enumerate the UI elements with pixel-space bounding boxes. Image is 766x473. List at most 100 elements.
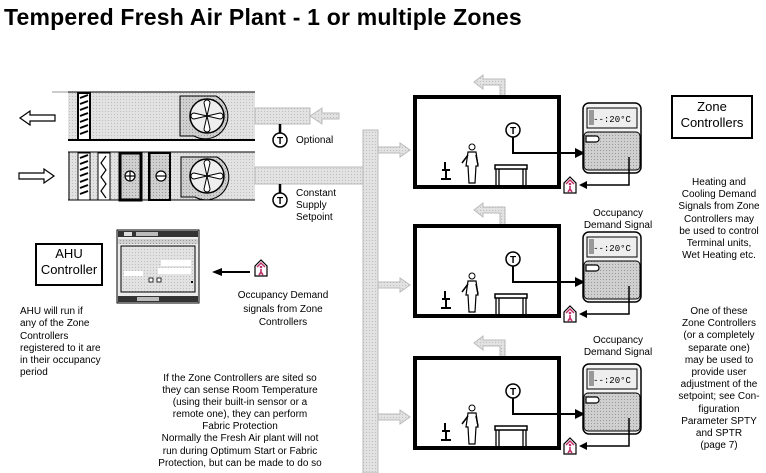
note-line: any of the Zone [20, 318, 90, 330]
note-line: (or a completely [683, 330, 755, 342]
heating-cooling-note: Heating and Cooling Demand Signals from … [673, 177, 765, 262]
occupancy-arrow-icon [579, 442, 587, 450]
ahu-run-note: AHU will run if any of the Zone Controll… [20, 306, 101, 380]
occupancy-house-icon [563, 437, 577, 455]
note-line: adjustment of the [680, 379, 758, 391]
fan-icon [179, 95, 229, 140]
label-line: Supply [296, 200, 327, 212]
page-title: Tempered Fresh Air Plant - 1 or multiple… [4, 4, 522, 30]
svg-text:--:20°C: --:20°C [593, 376, 631, 386]
zone-room-2: T --:20°C [413, 224, 642, 318]
supply-unit [68, 151, 255, 202]
svg-text:T: T [277, 136, 283, 147]
note-line: Controllers [20, 330, 69, 342]
person-icon [461, 272, 479, 313]
note-line: setpoint; see Con- [678, 391, 760, 403]
occupancy-demand-label-1: Occupancy Demand Signal [578, 208, 658, 232]
note-line: separate one) [688, 342, 750, 354]
extract-unit [52, 91, 255, 141]
ahu-controller-label: AHU Controller [35, 243, 103, 286]
svg-text:T: T [277, 196, 283, 207]
label-line: Demand Signal [583, 220, 653, 232]
zone-room-3: T --:20°C [413, 356, 642, 450]
optional-sensor-icon: T [272, 124, 288, 148]
optional-label: Optional [296, 135, 334, 146]
label-line: Occupancy [592, 335, 644, 346]
note-line: Controllers may [683, 213, 755, 225]
occupancy-wire [587, 157, 630, 186]
note-line: (page 7) [700, 440, 738, 452]
supply-sensor-icon: T [272, 184, 288, 208]
zone-controller-device: --:20°C [582, 102, 642, 174]
occupancy-demand-label-2: Occupancy Demand Signal [578, 335, 658, 359]
note-line: may be used to [684, 354, 754, 366]
zone-controllers-label: Zone Controllers [671, 95, 753, 139]
filter-icon [97, 152, 111, 201]
filter-damper-icon [77, 152, 91, 201]
sensor-wire [512, 266, 575, 283]
room-sensor-icon: T [505, 383, 521, 399]
note-line: (using their built-in sensor or a [172, 397, 308, 409]
note-line: be used to control [679, 225, 759, 237]
chair-icon [441, 291, 451, 309]
desk-icon [494, 425, 528, 446]
person-icon [461, 143, 479, 184]
label-line: Occupancy Demand [237, 290, 329, 301]
room-sensor-icon: T [505, 251, 521, 267]
signal-arrow-icon [575, 277, 585, 287]
note-line: they can sense Room Temperature [162, 385, 318, 397]
note-line: If the Zone Controllers are sited so [163, 373, 317, 384]
label-line: Setpoint [296, 212, 333, 224]
note-line: registered to it are [20, 342, 101, 354]
intake-arrow-icon [18, 167, 56, 185]
note-line: period [20, 367, 48, 379]
label-line: Demand Signal [583, 347, 653, 359]
note-line: remote one), they can perform [172, 409, 308, 421]
zone-controller-device: --:20°C [582, 231, 642, 303]
label-line: AHU [55, 246, 83, 261]
supply-setpoint-label: Constant Supply Setpoint [296, 188, 336, 225]
note-line: Fabric Protection [202, 421, 278, 433]
svg-text:T: T [510, 387, 516, 398]
ahu-controller-device [116, 229, 200, 304]
room-outline [413, 95, 561, 189]
user-adjustment-note: One of these Zone Controllers (or a comp… [673, 306, 765, 452]
occupancy-wire [587, 418, 630, 447]
exhaust-arrow-icon [18, 109, 56, 127]
note-line: Parameter SPTY [681, 415, 757, 427]
label-line: Occupancy [592, 208, 644, 219]
note-line: Heating and [692, 177, 746, 188]
note-line: Normally the Fresh Air plant will not [161, 433, 319, 445]
label-line: Controllers [258, 317, 308, 328]
occupancy-arrow-icon [579, 310, 587, 318]
svg-text:T: T [510, 255, 516, 266]
label-line: signals from Zone [243, 303, 323, 315]
occupancy-signals-label: Occupancy Demand signals from Zone Contr… [228, 289, 338, 330]
heating-coil-icon [118, 151, 143, 202]
svg-text:--:20°C: --:20°C [593, 244, 631, 254]
note-line: provide user [691, 367, 747, 379]
label-line: Constant [296, 188, 337, 199]
note-line: One of these [690, 306, 748, 317]
fabric-protection-note: If the Zone Controllers are sited so the… [140, 373, 340, 470]
occupancy-house-icon [563, 305, 577, 323]
occupancy-wire [587, 286, 630, 315]
signal-arrow-icon [575, 148, 585, 158]
note-line: AHU will run if [20, 306, 83, 317]
desk-icon [494, 293, 528, 314]
ductwork [254, 73, 506, 473]
note-line: Protection, but can be made to do so [158, 457, 322, 469]
occupancy-arrow-icon [579, 181, 587, 189]
room-outline [413, 224, 561, 318]
zone-controller-device: --:20°C [582, 363, 642, 435]
occupancy-house-icon [254, 259, 268, 277]
room-sensor-icon: T [505, 122, 521, 138]
occupancy-icons [254, 259, 268, 277]
desk-icon [494, 164, 528, 185]
occupancy-house-icon [563, 176, 577, 194]
svg-text:--:20°C: --:20°C [593, 115, 631, 125]
zones: T --:20°C [413, 95, 642, 455]
chair-icon [441, 423, 451, 441]
note-line: run during Optimum Start or Fabric [162, 445, 318, 457]
